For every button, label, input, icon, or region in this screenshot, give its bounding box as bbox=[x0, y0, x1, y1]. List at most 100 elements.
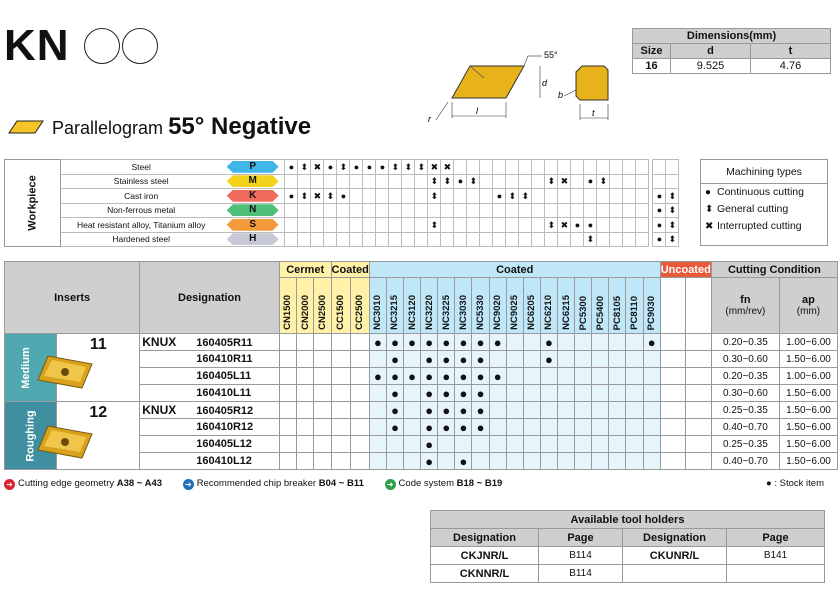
machining-mark: ● bbox=[652, 202, 667, 218]
machining-mark: ✖ bbox=[310, 159, 325, 175]
stock-mark bbox=[685, 435, 712, 453]
machining-mark bbox=[531, 231, 546, 247]
legend-continuous: ● Continuous cutting bbox=[701, 184, 827, 201]
machining-mark: ⬍ bbox=[665, 188, 680, 204]
stock-mark: ● bbox=[488, 333, 507, 351]
feed-value: 0.40~0.70 bbox=[710, 452, 780, 470]
designation: 160410R12 bbox=[196, 421, 254, 433]
stock-mark bbox=[278, 418, 298, 436]
machining-mark bbox=[622, 202, 637, 218]
holder-page[interactable]: B114 bbox=[538, 546, 623, 565]
machining-mark bbox=[414, 173, 429, 189]
machining-mark bbox=[479, 159, 494, 175]
ref-cutting-edge-geometry[interactable]: ➔Cutting edge geometry A38 ~ A43 bbox=[4, 478, 162, 490]
grade-name: NC5330 bbox=[471, 277, 490, 334]
stock-mark: ● bbox=[437, 333, 456, 351]
stock-mark bbox=[368, 452, 387, 470]
dim-d-value: 9.525 bbox=[670, 58, 751, 74]
stock-mark bbox=[608, 435, 627, 453]
machining-mark bbox=[479, 173, 494, 189]
machining-mark bbox=[596, 188, 611, 204]
stock-mark: ● bbox=[368, 367, 387, 385]
machining-mark bbox=[622, 231, 637, 247]
stock-mark bbox=[659, 333, 687, 351]
stock-mark bbox=[625, 333, 644, 351]
stock-mark bbox=[403, 384, 422, 402]
machining-mark bbox=[375, 231, 390, 247]
stock-mark: ● bbox=[420, 418, 439, 436]
machining-mark bbox=[362, 231, 377, 247]
stock-mark bbox=[313, 401, 332, 419]
parallelogram-icon bbox=[8, 120, 44, 134]
header-ap: ap(mm) bbox=[778, 277, 838, 334]
stock-mark bbox=[591, 333, 610, 351]
machining-mark bbox=[583, 159, 598, 175]
holder-designation: CKJNR/L bbox=[430, 546, 539, 565]
stock-mark bbox=[608, 452, 627, 470]
stock-mark bbox=[296, 418, 315, 436]
drawing-l-label: l bbox=[476, 106, 479, 116]
machining-mark bbox=[414, 202, 429, 218]
stock-mark bbox=[642, 452, 661, 470]
machining-mark: ✖ bbox=[427, 159, 442, 175]
stock-mark bbox=[522, 452, 541, 470]
machining-mark: ⬍ bbox=[336, 159, 351, 175]
grade-name: PC9030 bbox=[642, 277, 661, 334]
group-cutting-condition: Cutting Condition bbox=[710, 261, 838, 278]
title-circle-2 bbox=[122, 28, 158, 64]
holder-page[interactable]: B141 bbox=[726, 546, 825, 565]
stock-mark bbox=[625, 384, 644, 402]
holder-page[interactable]: B114 bbox=[538, 564, 623, 583]
machining-mark bbox=[401, 231, 416, 247]
stock-mark: ● bbox=[471, 418, 490, 436]
grade-name: CN2000 bbox=[296, 277, 315, 334]
holder-page[interactable] bbox=[726, 564, 825, 583]
stock-mark: ● bbox=[385, 418, 405, 436]
machining-mark: ⬍ bbox=[388, 159, 403, 175]
series-name: KNUX bbox=[142, 403, 177, 417]
machining-mark bbox=[609, 173, 624, 189]
stock-mark bbox=[557, 418, 576, 436]
stock-mark bbox=[403, 418, 422, 436]
stock-mark: ● bbox=[437, 418, 456, 436]
feed-value: 0.20~0.35 bbox=[710, 367, 780, 385]
stock-mark bbox=[505, 418, 524, 436]
stock-mark bbox=[539, 435, 559, 453]
machining-mark bbox=[466, 217, 481, 233]
stock-mark bbox=[685, 350, 712, 368]
depth-value: 1.50~6.00 bbox=[778, 435, 838, 453]
stock-mark: ● bbox=[471, 350, 490, 368]
feed-value: 0.40~0.70 bbox=[710, 418, 780, 436]
stock-mark bbox=[296, 384, 315, 402]
drawing-r-label: r bbox=[428, 114, 432, 124]
iso-class: M bbox=[220, 173, 286, 189]
machining-mark: ⬍ bbox=[466, 173, 481, 189]
stock-mark bbox=[522, 384, 541, 402]
machining-mark bbox=[609, 188, 624, 204]
stock-mark bbox=[539, 401, 559, 419]
machining-mark bbox=[388, 202, 403, 218]
stock-mark bbox=[349, 452, 370, 470]
stock-mark bbox=[625, 367, 644, 385]
stock-mark bbox=[330, 367, 351, 385]
machining-mark: ● bbox=[323, 159, 338, 175]
stock-mark bbox=[685, 418, 712, 436]
machining-mark bbox=[665, 173, 680, 189]
machining-mark bbox=[531, 202, 546, 218]
ref-chip-breaker[interactable]: ➔Recommended chip breaker B04 ~ B11 bbox=[182, 478, 364, 490]
feed-value: 0.25~0.35 bbox=[710, 401, 780, 419]
machining-mark bbox=[557, 159, 572, 175]
machining-mark bbox=[375, 173, 390, 189]
ref-code-system[interactable]: ➔Code system B18 ~ B19 bbox=[384, 478, 502, 490]
insert-11-image bbox=[37, 355, 93, 389]
stock-mark bbox=[296, 367, 315, 385]
machining-mark bbox=[401, 173, 416, 189]
drawing-b-label: b bbox=[558, 90, 563, 100]
machining-mark bbox=[635, 188, 650, 204]
stock-mark bbox=[574, 333, 593, 351]
feed-value: 0.20~0.35 bbox=[710, 333, 780, 351]
machining-mark bbox=[518, 217, 533, 233]
